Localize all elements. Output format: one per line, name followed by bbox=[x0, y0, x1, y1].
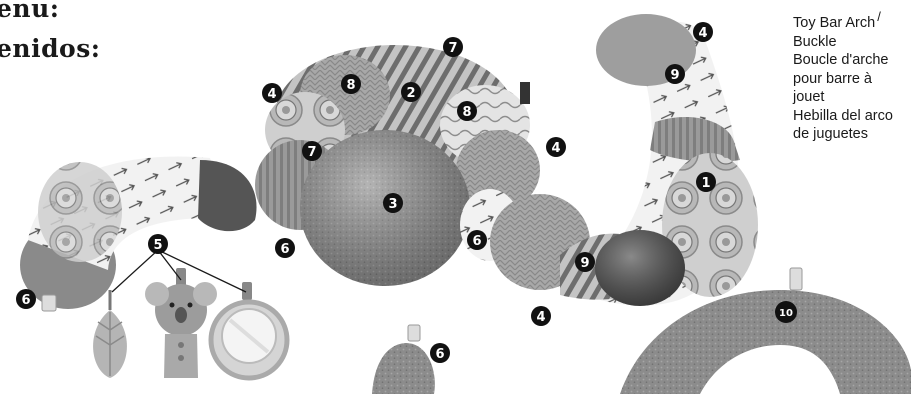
callout-8b-label: 8 bbox=[462, 105, 471, 120]
callout-6b: 6 bbox=[275, 238, 295, 258]
callout-3: 3 bbox=[383, 193, 403, 213]
callout-7a-label: 7 bbox=[448, 41, 457, 56]
callout-5: 5 bbox=[148, 234, 168, 254]
callout-4b-label: 4 bbox=[551, 141, 560, 156]
callout-6c-label: 6 bbox=[472, 234, 481, 249]
callout-4c-label: 4 bbox=[698, 26, 707, 41]
callout-7b-label: 7 bbox=[307, 145, 316, 160]
callout-6a-label: 6 bbox=[21, 293, 30, 308]
callout-8b: 8 bbox=[457, 101, 477, 121]
toy-mirror bbox=[211, 282, 287, 378]
callout-7b: 7 bbox=[302, 141, 322, 161]
callout-6a: 6 bbox=[16, 289, 36, 309]
pillow-ring bbox=[255, 45, 590, 290]
pillow-left-tail bbox=[20, 157, 257, 311]
callout-7a: 7 bbox=[443, 37, 463, 57]
callout-9b: 9 bbox=[575, 252, 595, 272]
callout-2: 2 bbox=[401, 82, 421, 102]
callout-9a-label: 9 bbox=[670, 68, 679, 83]
callout-1: 1 bbox=[696, 172, 716, 192]
callout-3-label: 3 bbox=[388, 197, 397, 212]
callout-10-label: 10 bbox=[779, 308, 793, 319]
callout-4d: 4 bbox=[531, 306, 551, 326]
callout-1-label: 1 bbox=[701, 176, 710, 191]
toy-koala bbox=[145, 268, 217, 378]
callout-9b-label: 9 bbox=[580, 256, 589, 271]
callout-10: 10 bbox=[775, 301, 797, 323]
callout-2-label: 2 bbox=[406, 86, 415, 101]
callout-4a-label: 4 bbox=[267, 87, 276, 102]
callout-6d-label: 6 bbox=[435, 347, 444, 362]
callout-4b: 4 bbox=[546, 137, 566, 157]
callout-8a-label: 8 bbox=[346, 78, 355, 93]
callout-6d: 6 bbox=[430, 343, 450, 363]
pillow-bottom-left-piece bbox=[372, 325, 435, 394]
callout-4c: 4 bbox=[693, 22, 713, 42]
callout-4d-label: 4 bbox=[536, 310, 545, 325]
callout-8a: 8 bbox=[341, 74, 361, 94]
callout-6b-label: 6 bbox=[280, 242, 289, 257]
toy-leaf bbox=[93, 290, 127, 378]
callout-6c: 6 bbox=[467, 230, 487, 250]
callout-9a: 9 bbox=[665, 64, 685, 84]
callout-5-label: 5 bbox=[153, 238, 162, 253]
callout-4a: 4 bbox=[262, 83, 282, 103]
